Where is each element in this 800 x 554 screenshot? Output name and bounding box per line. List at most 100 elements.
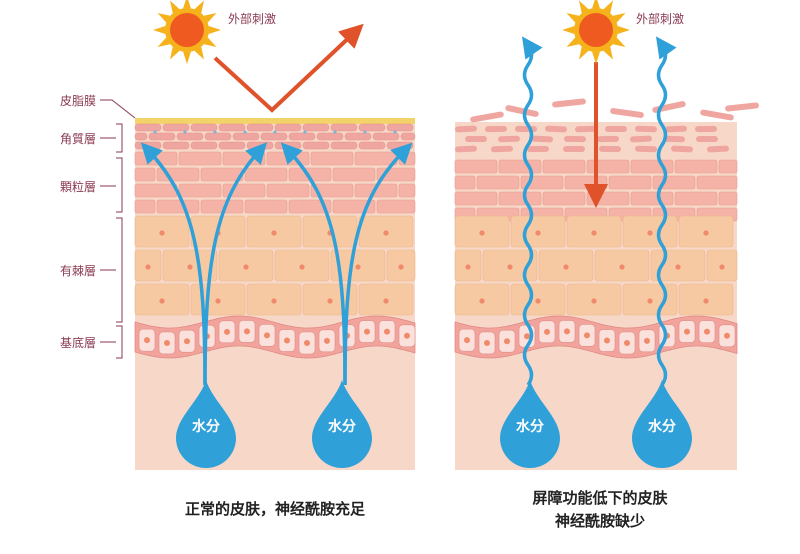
sun-ray bbox=[592, 0, 600, 9]
cell-nucleus bbox=[591, 298, 597, 304]
left-stimulus-label: 外部刺激 bbox=[228, 12, 277, 26]
cell-nucleus bbox=[164, 339, 170, 346]
ceramide-dot bbox=[213, 130, 217, 134]
corneum-cell bbox=[330, 141, 358, 150]
corneum-cell bbox=[358, 141, 386, 150]
sun-ray bbox=[153, 26, 166, 34]
damaged-corneum-cell bbox=[665, 125, 687, 133]
sun-ray bbox=[603, 46, 613, 60]
granulosum-cell bbox=[178, 183, 222, 198]
damaged-corneum-cell bbox=[564, 135, 586, 143]
cell-nucleus bbox=[619, 264, 625, 270]
cell-nucleus bbox=[479, 230, 485, 236]
granulosum-cell bbox=[586, 191, 630, 206]
right-peeling-flakes bbox=[470, 98, 759, 123]
cell-nucleus bbox=[215, 298, 221, 304]
sun-ray bbox=[194, 46, 204, 60]
cell-nucleus bbox=[604, 337, 610, 344]
corneum-cell bbox=[274, 123, 302, 132]
cell-nucleus bbox=[364, 328, 370, 335]
damaged-corneum-cell bbox=[531, 135, 553, 143]
granulosum-cell bbox=[244, 199, 288, 214]
peeling-flake bbox=[652, 101, 686, 113]
peeling-flake bbox=[700, 109, 734, 121]
corneum-cell bbox=[302, 123, 330, 132]
sun-ray bbox=[617, 26, 630, 34]
damaged-corneum-cell bbox=[597, 135, 619, 143]
granulosum-cell bbox=[266, 151, 310, 166]
water-droplet bbox=[312, 380, 372, 468]
ceramide-dot bbox=[333, 130, 337, 134]
granulosum-cell bbox=[156, 167, 200, 182]
sun-ray bbox=[592, 51, 600, 64]
granulosum-cell bbox=[696, 175, 738, 190]
corneum-cell bbox=[288, 132, 316, 141]
corneum-cell bbox=[162, 141, 190, 150]
cell-nucleus bbox=[159, 230, 165, 236]
granulosum-cell bbox=[332, 167, 376, 182]
damaged-corneum-cell bbox=[527, 145, 549, 153]
sun-ray bbox=[203, 13, 217, 23]
corneum-cell bbox=[344, 132, 372, 141]
right-stimulus-label: 外部刺激 bbox=[636, 12, 685, 26]
cell-nucleus bbox=[724, 332, 730, 339]
damaged-corneum-cell bbox=[696, 136, 718, 142]
corneum-cell bbox=[386, 123, 414, 132]
granulosum-cell bbox=[608, 175, 652, 190]
peeling-flake bbox=[610, 108, 644, 118]
cell-nucleus bbox=[644, 337, 650, 344]
ceramide-dot bbox=[243, 130, 247, 134]
granulosum-cell bbox=[310, 183, 354, 198]
granulosum-cell bbox=[542, 159, 586, 174]
left-stratum-corneum bbox=[134, 123, 416, 150]
left-droplet-1-label: 水分 bbox=[192, 419, 220, 435]
corneum-cell bbox=[372, 132, 400, 141]
cell-nucleus bbox=[304, 339, 310, 346]
corneum-cell bbox=[218, 123, 246, 132]
granulosum-cell bbox=[498, 159, 542, 174]
damaged-corneum-cell bbox=[485, 125, 507, 133]
corneum-cell bbox=[358, 123, 386, 132]
damaged-corneum-cell bbox=[491, 145, 513, 153]
granulosum-cell bbox=[564, 175, 608, 190]
corneum-cell bbox=[400, 132, 416, 141]
damaged-corneum-cell bbox=[498, 135, 520, 143]
corneum-cell bbox=[148, 132, 176, 141]
granulosum-cell bbox=[586, 159, 630, 174]
corneum-cell bbox=[246, 123, 274, 132]
cell-nucleus bbox=[704, 328, 710, 335]
cell-nucleus bbox=[647, 298, 653, 304]
cell-nucleus bbox=[564, 328, 570, 335]
cell-nucleus bbox=[535, 298, 541, 304]
right-escaping-water-arrows bbox=[521, 36, 677, 387]
peeling-flake bbox=[725, 102, 759, 112]
corneum-cell bbox=[260, 132, 288, 141]
corneum-cell bbox=[386, 141, 414, 150]
right-stratum-corneum bbox=[455, 125, 729, 153]
cell-nucleus bbox=[243, 264, 249, 270]
cell-nucleus bbox=[703, 230, 709, 236]
damaged-corneum-cell bbox=[635, 145, 657, 153]
cell-nucleus bbox=[398, 264, 404, 270]
granulosum-cell bbox=[498, 191, 542, 206]
cell-nucleus bbox=[684, 328, 690, 335]
sun-ray bbox=[157, 37, 171, 47]
corneum-cell bbox=[190, 123, 218, 132]
corneum-cell bbox=[190, 141, 218, 150]
corneum-cell bbox=[246, 141, 274, 150]
water-retention-arrow bbox=[343, 142, 413, 386]
granulosum-cell bbox=[178, 151, 222, 166]
corneum-cell bbox=[204, 132, 232, 141]
cell-nucleus bbox=[271, 230, 277, 236]
water-loss-arrow bbox=[655, 36, 677, 387]
cell-nucleus bbox=[647, 230, 653, 236]
sun-ray bbox=[566, 37, 580, 47]
sun-ray bbox=[579, 0, 589, 14]
granulosum-cell bbox=[310, 151, 354, 166]
damaged-corneum-cell bbox=[515, 125, 537, 133]
left-stratum-spinosum bbox=[134, 215, 416, 316]
damaged-corneum-cell bbox=[465, 136, 487, 142]
sun-ray bbox=[194, 0, 204, 14]
sun-core bbox=[170, 13, 204, 47]
